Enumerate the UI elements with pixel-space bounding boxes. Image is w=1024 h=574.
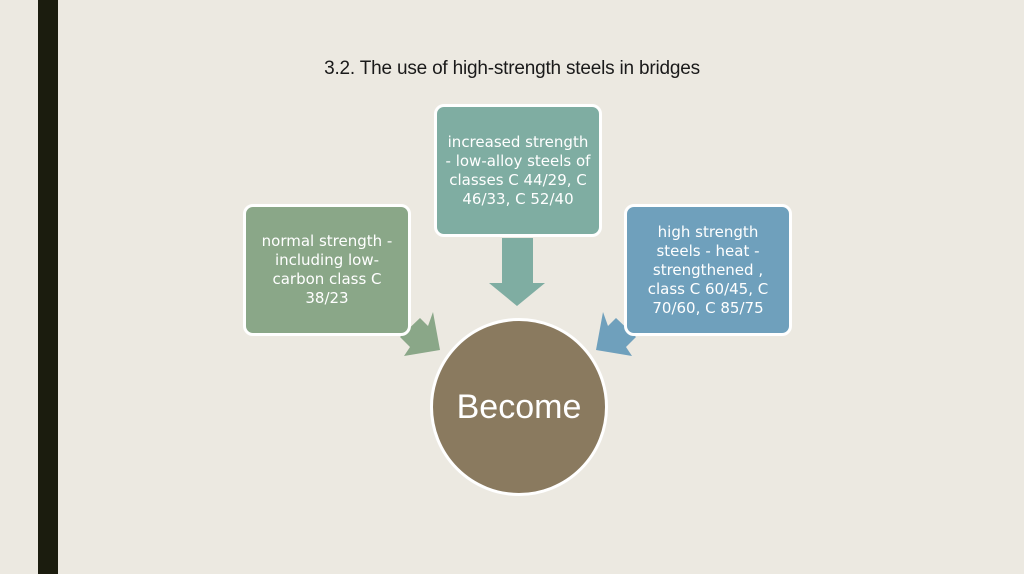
box-high-strength: high strength steels - heat - strengthen…: [624, 204, 792, 336]
arrow-down-right-icon: [400, 312, 440, 356]
box-high-strength-text: high strength steels - heat - strengthen…: [647, 222, 769, 317]
box-normal-strength-text: normal strength - including low-carbon c…: [261, 232, 393, 307]
accent-bar: [38, 0, 58, 574]
box-increased-strength-text: increased strength - low-alloy steels of…: [445, 132, 591, 208]
arrow-down-icon: [489, 238, 545, 306]
slide-title: 3.2. The use of high-strength steels in …: [324, 58, 700, 79]
arrow-down-left-icon: [596, 312, 636, 356]
center-circle: Become: [430, 318, 608, 496]
box-normal-strength: normal strength - including low-carbon c…: [243, 204, 411, 336]
box-increased-strength: increased strength - low-alloy steels of…: [434, 104, 602, 237]
center-circle-label: Become: [456, 387, 582, 426]
